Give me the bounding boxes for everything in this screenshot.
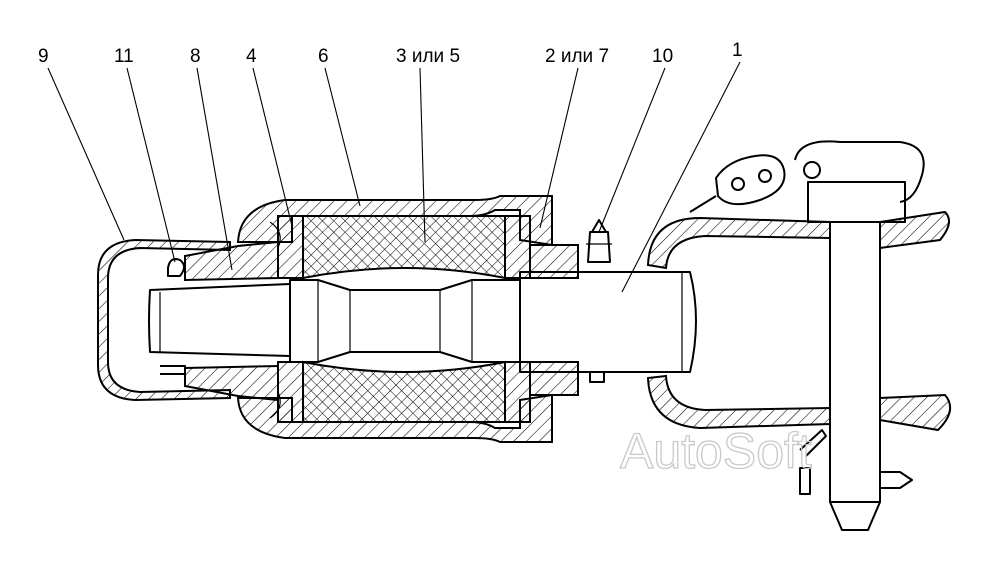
callouts: 9 11 8 4 6 3 или 5 2 или 7 10 1 xyxy=(38,40,743,67)
clevis-bracket xyxy=(646,210,952,432)
leader-lines xyxy=(47,61,741,293)
callout-6: 6 xyxy=(318,46,329,67)
callout-1: 1 xyxy=(732,40,743,61)
callout-4: 4 xyxy=(246,46,257,67)
bushing-part-2-or-7 xyxy=(504,215,579,423)
callout-10: 10 xyxy=(652,46,673,67)
pin-shaft-part-1 xyxy=(148,271,697,373)
nut-part-8 xyxy=(184,240,279,402)
rubber-bushing-part-3-or-5 xyxy=(302,215,506,423)
callout-8: 8 xyxy=(190,46,201,67)
callout-3-or-5: 3 или 5 xyxy=(396,46,460,67)
cotter-pin-part-11 xyxy=(160,258,186,375)
washer-part-4 xyxy=(277,215,304,423)
callout-2-or-7: 2 или 7 xyxy=(545,46,609,67)
watermark: AutoSoft xyxy=(620,423,812,479)
callout-11: 11 xyxy=(114,46,134,67)
callout-9: 9 xyxy=(38,46,49,67)
vertical-pin xyxy=(689,140,925,531)
grease-fitting-part-10 xyxy=(586,219,612,383)
